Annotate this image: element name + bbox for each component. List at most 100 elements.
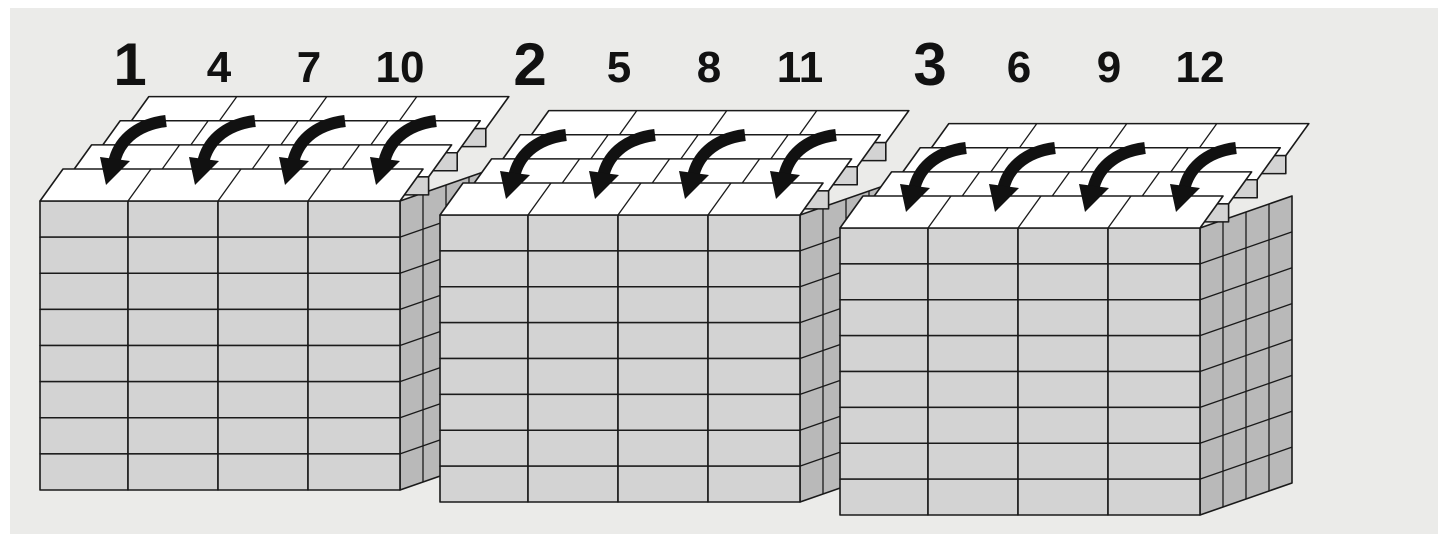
block bbox=[440, 251, 528, 287]
block bbox=[928, 336, 1018, 372]
block bbox=[1018, 300, 1108, 336]
block bbox=[928, 264, 1018, 300]
block bbox=[928, 372, 1018, 408]
block bbox=[1018, 228, 1108, 264]
block bbox=[840, 264, 928, 300]
sequence-label: 2 bbox=[513, 31, 546, 98]
block bbox=[528, 287, 618, 323]
block bbox=[528, 394, 618, 430]
block bbox=[128, 273, 218, 309]
block bbox=[840, 372, 928, 408]
block bbox=[128, 346, 218, 382]
sequence-label: 5 bbox=[607, 43, 631, 92]
block bbox=[308, 273, 400, 309]
block bbox=[308, 201, 400, 237]
block bbox=[528, 466, 618, 502]
block bbox=[708, 394, 800, 430]
block bbox=[708, 287, 800, 323]
block bbox=[40, 273, 128, 309]
sequence-label: 6 bbox=[1007, 43, 1031, 92]
block bbox=[1018, 479, 1108, 515]
block bbox=[440, 287, 528, 323]
block bbox=[840, 300, 928, 336]
block bbox=[528, 430, 618, 466]
block bbox=[1018, 407, 1108, 443]
block bbox=[218, 237, 308, 273]
block bbox=[708, 430, 800, 466]
block bbox=[708, 359, 800, 395]
block bbox=[840, 407, 928, 443]
block bbox=[708, 466, 800, 502]
sequence-label: 7 bbox=[297, 43, 321, 92]
sequence-label: 10 bbox=[376, 43, 425, 92]
block bbox=[308, 382, 400, 418]
block bbox=[218, 201, 308, 237]
block bbox=[40, 346, 128, 382]
block bbox=[218, 418, 308, 454]
block bbox=[1018, 443, 1108, 479]
block bbox=[928, 228, 1018, 264]
block bbox=[440, 323, 528, 359]
sequence-label: 12 bbox=[1176, 43, 1225, 92]
block bbox=[928, 300, 1018, 336]
block bbox=[218, 273, 308, 309]
block bbox=[440, 359, 528, 395]
block bbox=[440, 215, 528, 251]
block bbox=[618, 466, 708, 502]
block bbox=[218, 454, 308, 490]
block bbox=[128, 237, 218, 273]
block bbox=[528, 215, 618, 251]
block bbox=[708, 323, 800, 359]
block bbox=[1018, 336, 1108, 372]
block bbox=[708, 215, 800, 251]
block bbox=[128, 454, 218, 490]
block bbox=[618, 394, 708, 430]
block bbox=[928, 407, 1018, 443]
sequence-label: 4 bbox=[207, 43, 232, 92]
block bbox=[618, 323, 708, 359]
block bbox=[40, 237, 128, 273]
block bbox=[40, 309, 128, 345]
sequence-label: 1 bbox=[113, 31, 146, 98]
block bbox=[128, 418, 218, 454]
block bbox=[1108, 479, 1200, 515]
sequence-label: 3 bbox=[913, 31, 946, 98]
block bbox=[128, 309, 218, 345]
block bbox=[1108, 372, 1200, 408]
sequence-label: 9 bbox=[1097, 43, 1121, 92]
block bbox=[1018, 264, 1108, 300]
sequence-label: 8 bbox=[697, 43, 721, 92]
block bbox=[40, 454, 128, 490]
block bbox=[40, 201, 128, 237]
block bbox=[308, 309, 400, 345]
block bbox=[708, 251, 800, 287]
block bbox=[1108, 443, 1200, 479]
block bbox=[40, 418, 128, 454]
block bbox=[308, 418, 400, 454]
block bbox=[618, 287, 708, 323]
block bbox=[1108, 228, 1200, 264]
block bbox=[440, 430, 528, 466]
top-layer bbox=[40, 169, 423, 201]
block bbox=[928, 443, 1018, 479]
block bbox=[528, 359, 618, 395]
block bbox=[618, 430, 708, 466]
block bbox=[1108, 407, 1200, 443]
block bbox=[1108, 300, 1200, 336]
block bbox=[128, 382, 218, 418]
top-layer bbox=[440, 183, 823, 215]
block bbox=[308, 454, 400, 490]
block bbox=[840, 443, 928, 479]
block bbox=[440, 466, 528, 502]
block bbox=[1108, 336, 1200, 372]
top-layer bbox=[840, 196, 1223, 228]
block bbox=[40, 382, 128, 418]
block bbox=[440, 394, 528, 430]
block bbox=[308, 237, 400, 273]
block bbox=[218, 309, 308, 345]
block bbox=[128, 201, 218, 237]
block bbox=[218, 346, 308, 382]
block bbox=[308, 346, 400, 382]
block bbox=[528, 323, 618, 359]
